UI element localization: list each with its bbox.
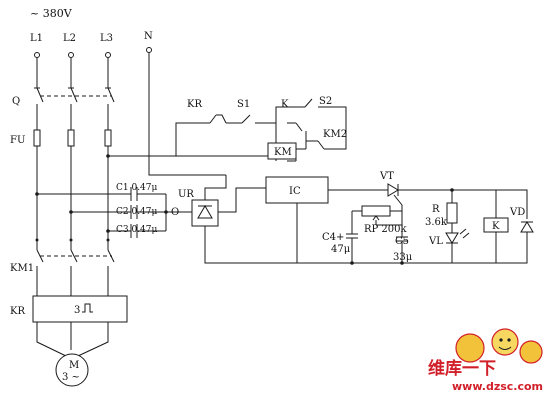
diode-vd: [520, 221, 534, 233]
km-coil-label: KM: [274, 147, 292, 158]
capacitor-network: [35, 187, 168, 238]
thermal-element-icon: [82, 303, 93, 313]
overload-relay-box: [32, 295, 128, 323]
terminal-l2: [68, 52, 74, 58]
overload-relay-label: KR: [10, 306, 25, 317]
watermark-url: www.dzsc.com: [452, 380, 543, 393]
c4-name-label: C4+: [322, 232, 344, 243]
overload-element-label: 3: [74, 305, 80, 316]
s2-label: S2: [319, 96, 332, 107]
led-label: VL: [428, 236, 443, 247]
phase-terminals: L1 L2 L3 N: [30, 31, 153, 58]
rectifier-bridge: [166, 175, 496, 264]
watermark-chinese: 维库一下: [428, 358, 496, 379]
phase-l2-label: L2: [63, 33, 76, 44]
thyristor-label: VT: [379, 171, 394, 182]
km2-label: KM2: [323, 129, 347, 140]
capacitor-c1-label: C1 0.47μ: [116, 183, 158, 193]
fuses: [33, 129, 112, 240]
phase-l1-label: L1: [30, 33, 43, 44]
km-coil: [267, 142, 297, 160]
supply-voltage-label: ~ 380V: [30, 7, 73, 20]
relay-label: K: [492, 221, 500, 232]
rectifier-label: UR: [178, 189, 194, 200]
terminal-l1: [34, 52, 40, 58]
motor-m: [55, 353, 89, 387]
r-name-label: R: [432, 204, 440, 215]
ic-label: IC: [289, 186, 301, 197]
c5-name-label: C5: [395, 236, 409, 247]
k-contact-label: K: [281, 99, 289, 110]
led-vl: [445, 232, 459, 244]
control-wiring: [106, 53, 347, 176]
motor-label: M: [69, 360, 79, 371]
resistor-rp: [361, 205, 391, 217]
resistor-r: [446, 202, 458, 224]
terminal-n: [146, 47, 152, 53]
contactor-label: KM1: [10, 263, 34, 274]
watermark-logo: [455, 328, 543, 364]
rp-label: RP 200k: [364, 224, 408, 235]
relay-branch: [483, 189, 534, 264]
r-value-label: 3.6k: [425, 217, 448, 228]
capacitor-c2-label: C2 0.47μ: [116, 207, 158, 217]
relay-k-coil: [483, 217, 509, 233]
capacitor-c3-label: C3 0.47μ: [116, 225, 158, 235]
fuse-label: FU: [10, 135, 25, 146]
contactor-km1: [35, 238, 115, 296]
led-branch: [445, 190, 470, 263]
s1-label: S1: [237, 99, 250, 110]
kr-contact-label: KR: [187, 99, 202, 110]
c5-value-label: 33μ: [393, 252, 413, 263]
diode-label: VD: [509, 207, 525, 218]
neutral-label: N: [144, 31, 153, 42]
thyristor-vt: [328, 183, 496, 225]
terminal-l3: [105, 52, 111, 58]
motor-leads: [36, 322, 109, 357]
timing-network: [346, 205, 408, 265]
phase-l3-label: L3: [100, 33, 113, 44]
breaker-label: Q: [12, 96, 20, 107]
c4-value-label: 47μ: [331, 244, 351, 255]
breaker-q: [34, 58, 115, 130]
motor-phase-label: 3 ~: [62, 372, 80, 383]
